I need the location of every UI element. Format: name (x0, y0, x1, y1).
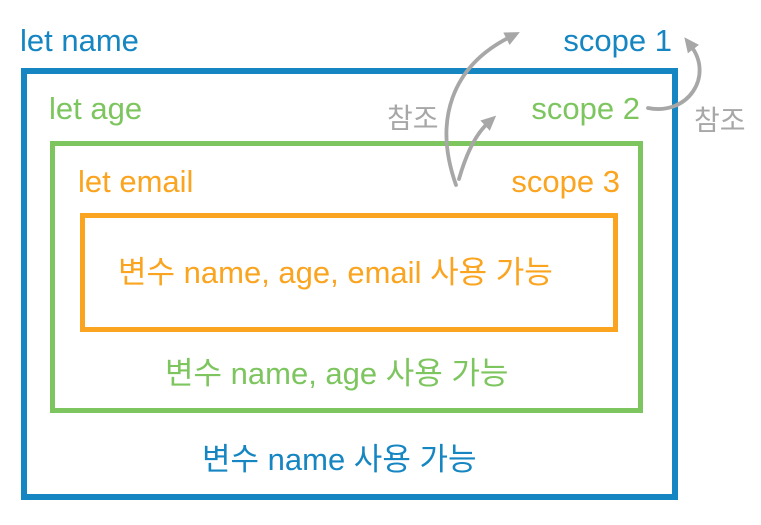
scope2-usage-text: 변수 name, age 사용 가능 (165, 356, 509, 391)
scope1-name-label: scope 1 (563, 23, 672, 58)
reference-label-left: 참조 (387, 103, 439, 134)
scope2-declaration-label: let age (49, 91, 143, 126)
scope1-declaration-label: let name (20, 23, 139, 58)
scope1-usage-text: 변수 name 사용 가능 (202, 442, 477, 477)
reference-label-right: 참조 (694, 105, 746, 136)
scope3-declaration-label: let email (78, 164, 194, 199)
scope3-usage-text: 변수 name, age, email 사용 가능 (118, 255, 553, 290)
scope3-box (80, 213, 618, 332)
scope2-name-label: scope 2 (531, 91, 640, 126)
scope1-box (21, 68, 678, 500)
scope3-name-label: scope 3 (511, 164, 620, 199)
scope2-box (50, 141, 643, 413)
